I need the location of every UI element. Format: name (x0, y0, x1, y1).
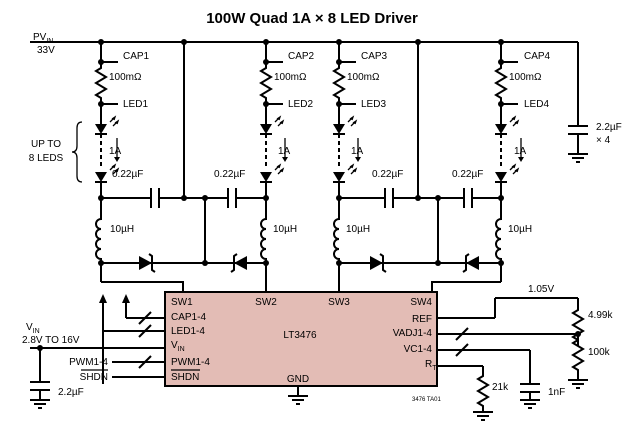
cap4-label: CAP4 (524, 51, 551, 62)
pin-sw3: SW3 (328, 297, 350, 308)
pin-rt: RT (425, 359, 437, 372)
boost-cap-4: 0.22µF (452, 169, 483, 180)
rt-network (437, 365, 494, 421)
pin-led: LED1-4 (171, 326, 205, 337)
supply-voltage: 33V (37, 45, 55, 56)
inductor-3: 10µH (346, 224, 370, 235)
output-cap-value: 2.2µF (596, 122, 622, 133)
output-cap-multiplier: × 4 (596, 135, 611, 146)
led3-label: LED3 (361, 99, 386, 110)
cap2-label: CAP2 (288, 51, 315, 62)
r-bottom-value: 100k (588, 347, 611, 358)
pin-pwm: PWM1-4 (171, 357, 210, 368)
led4-label: LED4 (524, 99, 549, 110)
cap3-label: CAP3 (361, 51, 388, 62)
vin-label: VIN (26, 322, 40, 335)
ref-voltage: 1.05V (528, 284, 554, 295)
shdn-label: SHDN (80, 372, 108, 383)
sw-wires (101, 281, 501, 292)
ic-ground (287, 395, 309, 405)
pin-sw1: SW1 (171, 297, 193, 308)
pin-gnd: GND (287, 374, 309, 385)
boost-cap-2: 0.22µF (214, 169, 245, 180)
ref-divider (437, 297, 589, 389)
diode-row-right (339, 195, 501, 273)
pin-vin: VIN (171, 340, 185, 353)
vin-range: 2.8V TO 16V (22, 335, 80, 346)
led-count-note-line2: 8 LEDS (29, 153, 64, 164)
sense-resistor-4: 100mΩ (509, 72, 542, 83)
pin-sw2: SW2 (255, 297, 277, 308)
current-label-3: 1A (351, 146, 364, 157)
output-capacitor (567, 42, 589, 163)
pwm-label: PWM1-4 (69, 357, 108, 368)
inductor-1: 10µH (110, 224, 134, 235)
vc-network (437, 343, 541, 409)
pin-shdn: SHDN (171, 372, 199, 383)
vin-cap-value: 2.2µF (58, 387, 84, 398)
current-label-4: 1A (514, 146, 527, 157)
channel-2 (184, 42, 284, 282)
cap1-label: CAP1 (123, 51, 150, 62)
current-label-1: 1A (109, 146, 122, 157)
led-count-brace (71, 121, 83, 183)
supply-label: PVIN (33, 32, 53, 45)
pin-sw4: SW4 (410, 297, 432, 308)
inductor-2: 10µH (273, 224, 297, 235)
ic-body (164, 291, 438, 387)
pin-vc: VC1-4 (404, 344, 433, 355)
diagram-title: 100W Quad 1A × 8 LED Driver (206, 10, 418, 27)
sense-resistor-2: 100mΩ (274, 72, 307, 83)
vin-capacitor (29, 348, 51, 409)
sense-resistor-1: 100mΩ (109, 72, 142, 83)
diode-row-left (101, 195, 266, 273)
rt-value: 21k (492, 382, 509, 393)
left-bus-wires (30, 294, 165, 384)
inductor-4: 10µH (508, 224, 532, 235)
figure-code: 3476 TA01 (412, 397, 441, 403)
led-count-note-line1: UP TO (31, 139, 61, 150)
boost-cap-3: 0.22µF (372, 169, 403, 180)
channel-4 (418, 42, 519, 282)
led2-label: LED2 (288, 99, 313, 110)
pin-vadj: VADJ1-4 (393, 328, 433, 339)
sense-resistor-3: 100mΩ (347, 72, 380, 83)
led1-label: LED1 (123, 99, 148, 110)
vc-cap-value: 1nF (548, 387, 565, 398)
current-label-2: 1A (278, 146, 291, 157)
pin-cap: CAP1-4 (171, 312, 206, 323)
r-top-value: 4.99k (588, 310, 613, 321)
pin-ref: REF (412, 314, 432, 325)
ic-name: LT3476 (283, 330, 317, 341)
boost-cap-1: 0.22µF (112, 169, 143, 180)
